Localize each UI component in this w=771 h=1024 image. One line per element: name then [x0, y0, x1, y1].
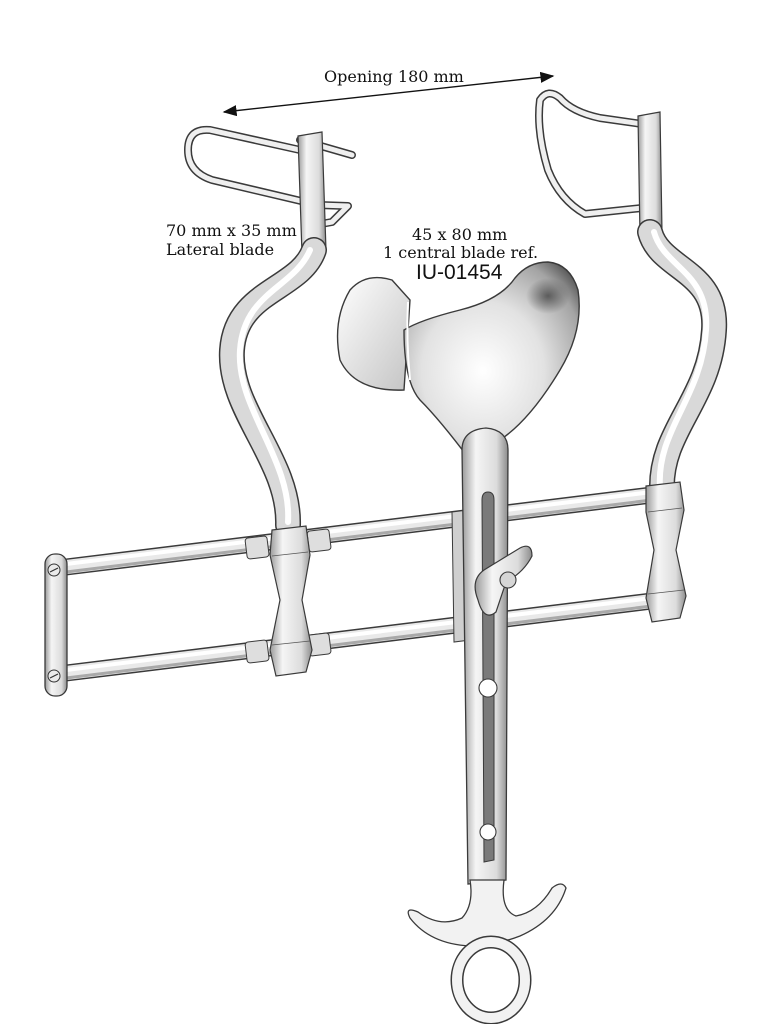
ring-handle	[407, 879, 567, 1024]
slotted-shaft	[451, 427, 509, 885]
lateral-blade-dimensions: 70 mm x 35 mm	[166, 221, 297, 240]
frame-rails	[49, 485, 669, 683]
central-blade-dimensions: 45 x 80 mm	[412, 225, 508, 244]
end-plate	[44, 553, 68, 697]
central-blade	[336, 261, 580, 461]
central-blade-label: 1 central blade ref.	[383, 243, 539, 262]
opening-label: Opening 180 mm	[324, 67, 464, 86]
screw-icon	[47, 563, 61, 577]
opening-dimension-arrow	[222, 71, 555, 117]
central-blade-reference: IU-01454	[416, 261, 503, 284]
right-lateral-blade	[535, 89, 728, 623]
screw-icon	[47, 669, 61, 683]
left-lateral-blade	[184, 125, 356, 677]
lateral-blade-label: Lateral blade	[166, 240, 275, 259]
wing-nut	[474, 545, 533, 616]
